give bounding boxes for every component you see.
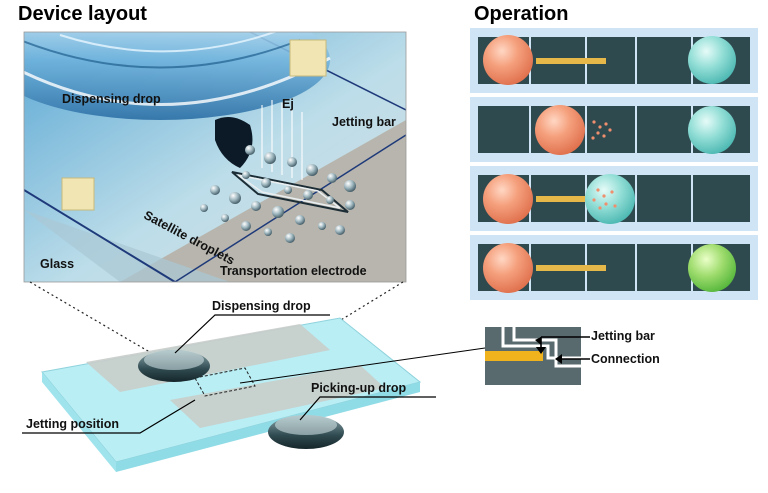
label-dispensing-drop: Dispensing drop: [62, 92, 161, 106]
label-inset-jetting-bar: Jetting bar: [591, 329, 655, 343]
label-ej: Ej: [282, 97, 294, 111]
label-chip-dispensing-drop: Dispensing drop: [212, 299, 311, 313]
label-glass: Glass: [40, 257, 75, 271]
satellite-droplets: [200, 145, 356, 243]
operation-title: Operation: [474, 3, 569, 25]
label-transportation-electrode: Transportation electrode: [220, 264, 367, 278]
label-jetting-bar: Jetting bar: [332, 115, 396, 129]
chip-render: [41, 317, 422, 472]
device-layout-render: [24, 32, 406, 282]
device-layout-title: Device layout: [18, 3, 147, 25]
operation-panels: [470, 28, 758, 300]
label-jetting-position: Jetting position: [26, 417, 120, 431]
label-picking-up-drop: Picking-up drop: [311, 381, 407, 395]
jetting-bar-inset: [485, 327, 590, 385]
label-inset-connection: Connection: [591, 352, 660, 366]
